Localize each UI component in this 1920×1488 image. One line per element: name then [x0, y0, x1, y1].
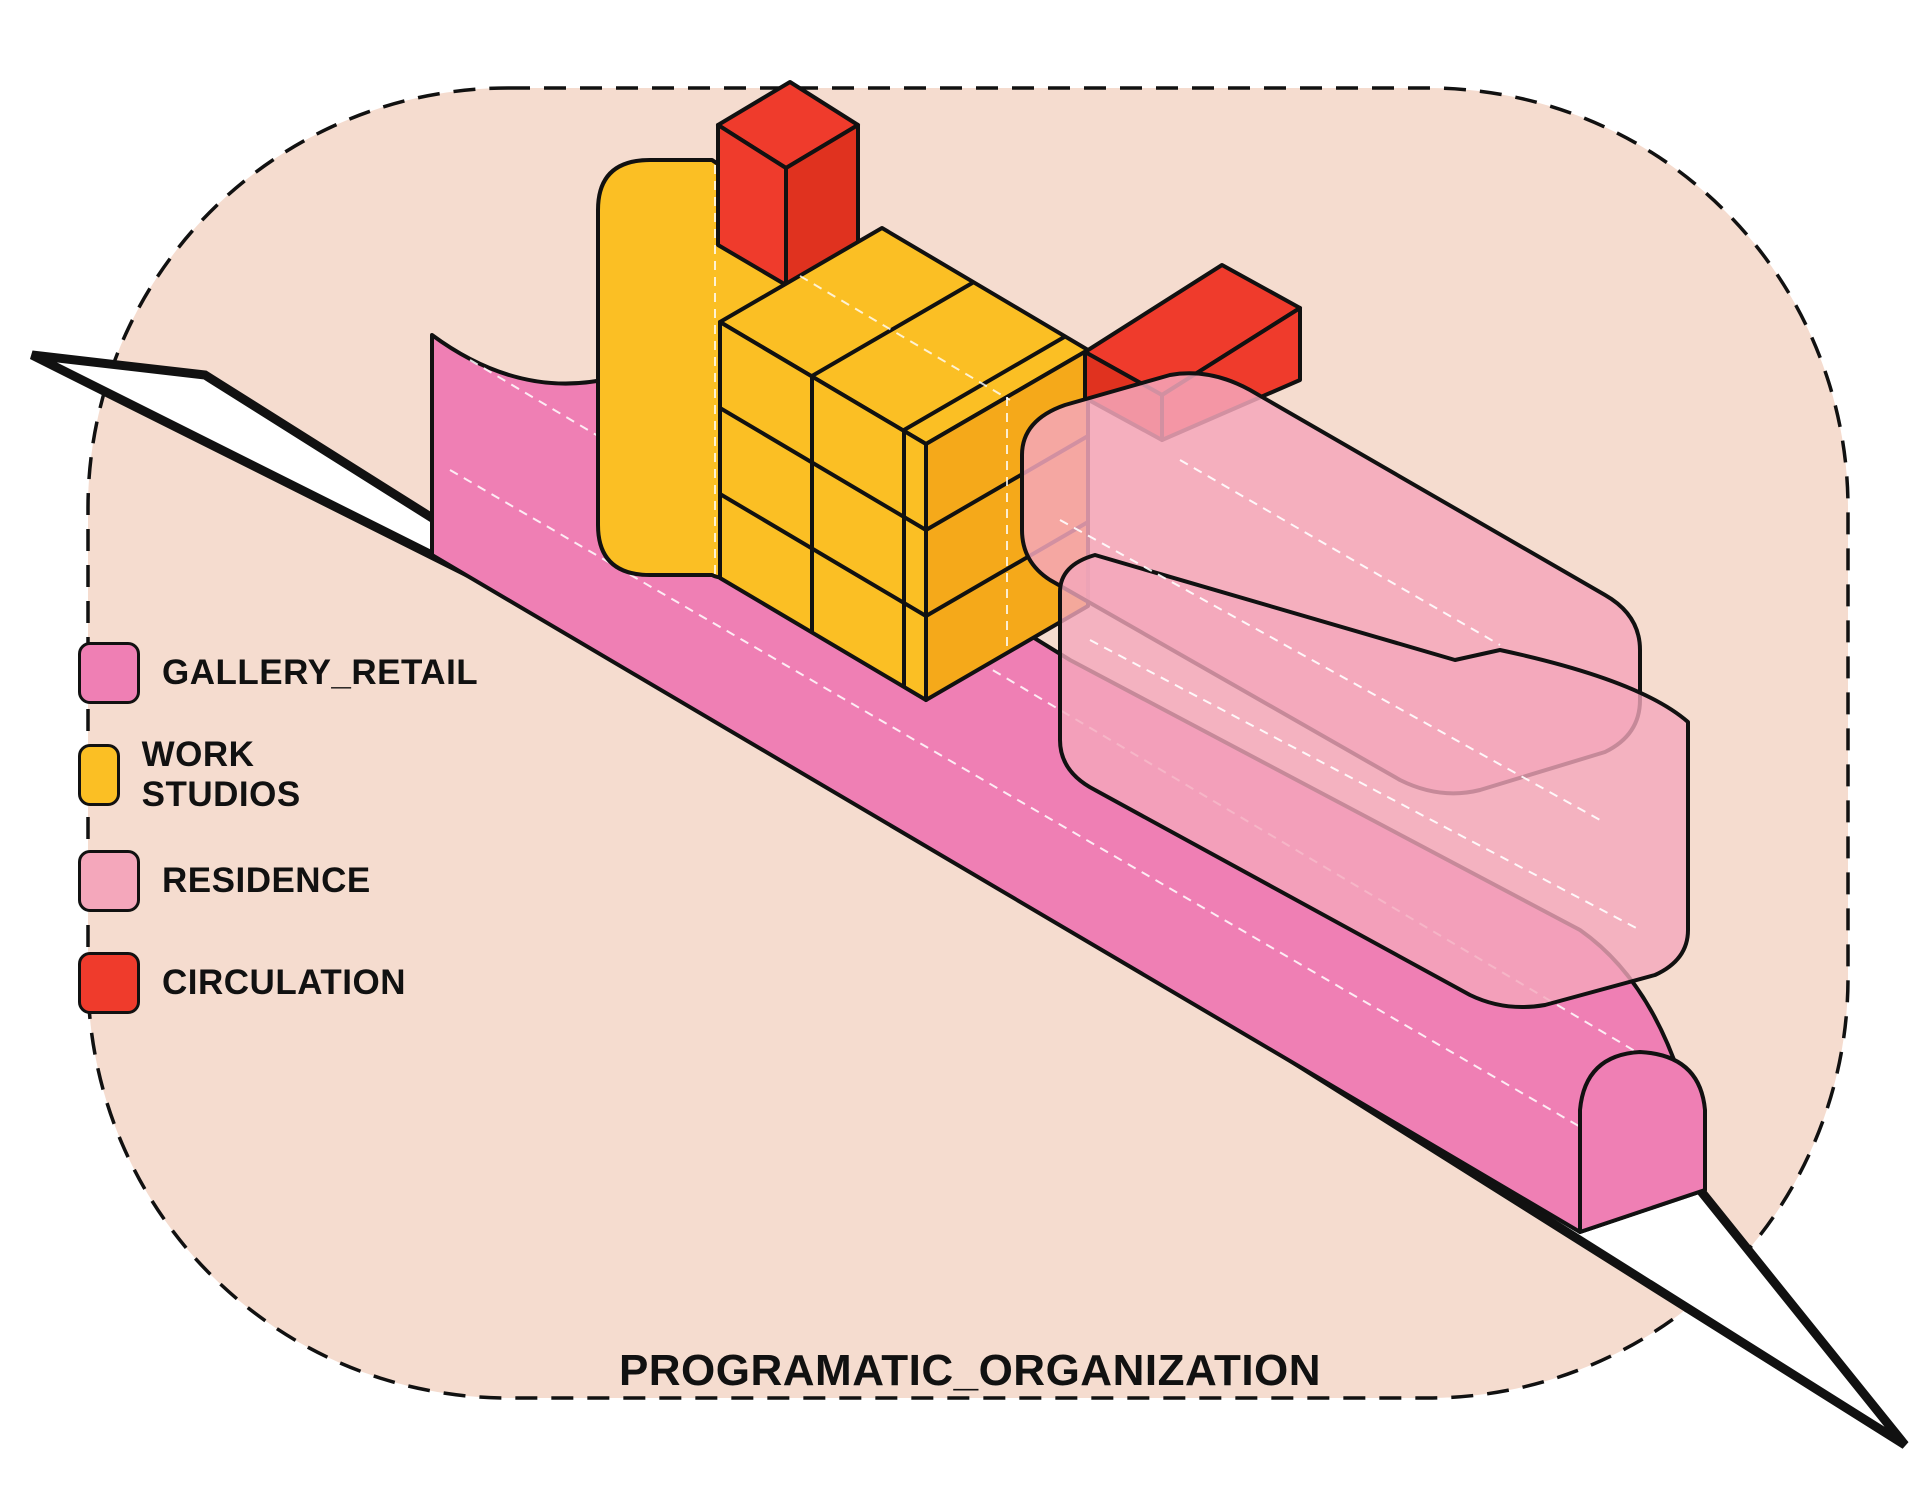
legend-label-gallery-retail: GALLERY_RETAIL — [162, 653, 479, 692]
legend-swatch-residence — [78, 850, 140, 912]
legend-item-residence: RESIDENCE — [78, 848, 371, 914]
legend-item-circulation: CIRCULATION — [78, 950, 406, 1016]
legend-item-gallery-retail: GALLERY_RETAIL — [78, 640, 478, 706]
residence-volumes — [1020, 371, 1690, 1009]
legend-label-circulation: CIRCULATION — [162, 963, 406, 1002]
legend-swatch-circulation — [78, 952, 140, 1014]
legend-label-residence: RESIDENCE — [162, 861, 371, 900]
legend-swatch-work-studios — [78, 744, 120, 806]
circulation-tower-tall — [716, 80, 860, 287]
diagram-title: PROGRAMATIC_ORGANIZATION — [618, 1346, 1322, 1395]
legend-label-work-studios: WORK STUDIOS — [141, 735, 301, 814]
legend-item-work-studios: WORK STUDIOS — [78, 735, 321, 814]
legend-swatch-gallery-retail — [78, 642, 140, 704]
